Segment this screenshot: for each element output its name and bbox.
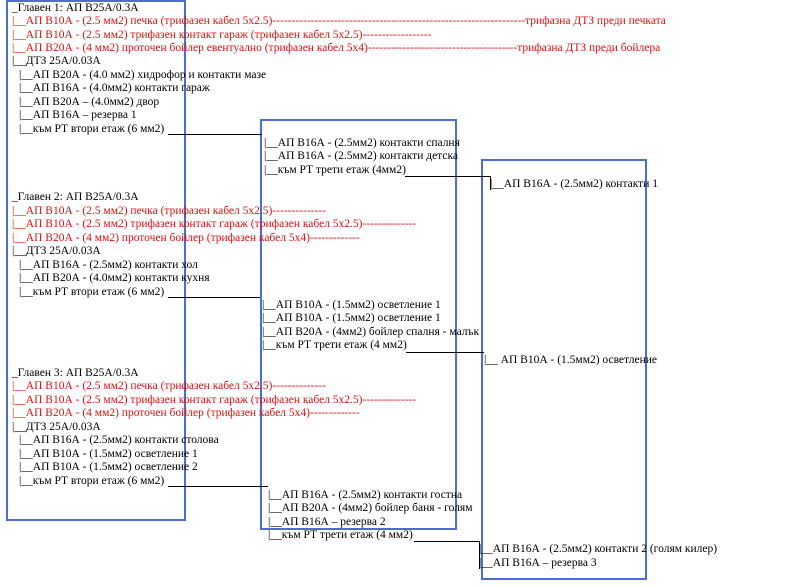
connector-f2b-to-f3b xyxy=(406,352,484,353)
floor2c-line-1: |__АП В20А - (4мм2) бойлер баня - голям xyxy=(268,502,473,514)
panel3-line-5: |__АП В16А - (2.5мм2) контакти столова xyxy=(19,434,219,446)
floor2c-line-2: |__АП В16А – резерва 2 xyxy=(268,516,386,528)
panel1-line-3: |__АП В20А - (4 мм2) проточен бойлер еве… xyxy=(12,42,661,54)
panel1-line-4: |__ДТЗ 25А/0.03А xyxy=(12,55,101,67)
panel2-line-3: |__АП В20А - (4 мм2) проточен бойлер (тр… xyxy=(12,232,360,244)
panel3-line-4: |__ДТЗ 25А/0.03А xyxy=(12,421,101,433)
panel2-line-6: |__АП В20А - (4.0мм2) контакти кухня xyxy=(19,272,210,284)
floor2c-line-3: |__към РТ трети етаж (4 мм2) xyxy=(268,529,413,541)
panel-ground-floor-frame xyxy=(6,0,186,521)
connector-f2c-to-f3c xyxy=(414,541,479,542)
floor2a-line-2: |__към РТ трети етаж (4мм2) xyxy=(264,164,406,176)
panel2-line-2: |__АП В10А - (2.5 мм2) трифазен контакт … xyxy=(12,218,417,230)
panel1-line-8: |__АП В16А – резерва 1 xyxy=(19,109,137,121)
panel-third-floor-frame xyxy=(481,159,647,580)
panel2-line-7: |__към РТ втори етаж (6 мм2) xyxy=(19,286,165,298)
connector-p3-to-f2c xyxy=(168,486,268,487)
panel3-line-7: |__АП В10А - (1.5мм2) осветление 2 xyxy=(19,461,198,473)
connector-f3c-vertical xyxy=(479,541,480,569)
panel3-line-3: |__АП В20А - (4 мм2) проточен бойлер (тр… xyxy=(12,407,360,419)
floor2b-line-3: |__към РТ трети етаж (4 мм2) xyxy=(262,339,407,351)
panel1-line-0: _Главен 1: АП В25А/0.3А xyxy=(12,2,139,14)
floor2-board-c: |__АП В16А - (2.5мм2) контакти гостна |_… xyxy=(268,486,484,546)
floor3c-line-1: |__АП В16А – резерва 3 xyxy=(479,557,597,569)
panel1-line-7: |__АП В20А – (4.0мм2) двор xyxy=(19,96,160,108)
floor2a-line-1: |__АП В16А - (2.5мм2) контакти детска xyxy=(264,150,458,162)
panel2-line-1: |__АП В10А - (2.5 мм2) печка (трифазен к… xyxy=(12,205,326,217)
panel1-line-9: |__към РТ втори етаж (6 мм2) xyxy=(19,123,165,135)
panel1-line-6: |__АП В16А - (4.0мм2) контакти гараж xyxy=(19,82,210,94)
floor2b-line-2: |__АП В20А - (4мм2) бойлер спалня - малъ… xyxy=(262,326,480,338)
floor2c-line-0: |__АП В16А - (2.5мм2) контакти гостна xyxy=(268,489,463,501)
panel3-line-0: _Главен 3: АП В25А/0.3А xyxy=(12,367,139,379)
panel2-line-5: |__АП В16А - (2.5мм2) контакти хол xyxy=(19,259,198,271)
connector-p1-to-f2a xyxy=(168,134,262,135)
floor2a-line-0: |__АП В16А - (2.5мм2) контакти спалня xyxy=(264,137,460,149)
floor3a-line-0: |__АП В16А - (2.5мм2) контакти 1 xyxy=(490,178,658,190)
floor2-board-b: |__АП В10А - (1.5мм2) осветление 1 |__АП… xyxy=(262,296,479,356)
panel3-line-2: |__АП В10А - (2.5 мм2) трифазен контакт … xyxy=(12,394,417,406)
panel3-line-1: |__АП В10А - (2.5 мм2) печка (трифазен к… xyxy=(12,380,326,392)
panel-second-floor-frame xyxy=(260,119,457,530)
connector-f3a-vertical xyxy=(490,176,491,190)
connector-f2a-to-f3a xyxy=(405,176,491,177)
panel1-line-1: |__АП В10А - (2.5 мм2) печка (трифазен к… xyxy=(12,15,666,27)
connector-p2-to-f2b xyxy=(168,297,260,298)
floor3c-line-0: |__АП В16А - (2.5мм2) контакти 2 (голям … xyxy=(479,543,718,555)
floor2b-line-1: |__АП В10А - (1.5мм2) осветление 1 xyxy=(262,312,441,324)
panel3-line-8: |__към РТ втори етаж (6 мм2) xyxy=(19,475,165,487)
panel2-line-0: _Главен 2: АП В25А/0.3А xyxy=(12,191,139,203)
panel2-line-4: |__ДТЗ 25А/0.03А xyxy=(12,245,101,257)
panel1-line-2: |__АП В10А - (2.5 мм2) трифазен контакт … xyxy=(12,29,432,41)
panel1-line-5: |__АП В20А - (4.0 мм2) хидрофор и контак… xyxy=(19,69,267,81)
floor3b-line-0: |__ АП В10А - (1.5мм2) осветление xyxy=(484,354,658,366)
floor2b-line-0: |__АП В10А - (1.5мм2) осветление 1 xyxy=(262,299,441,311)
panel3-line-6: |__АП В10А - (1.5мм2) осветление 1 xyxy=(19,448,198,460)
